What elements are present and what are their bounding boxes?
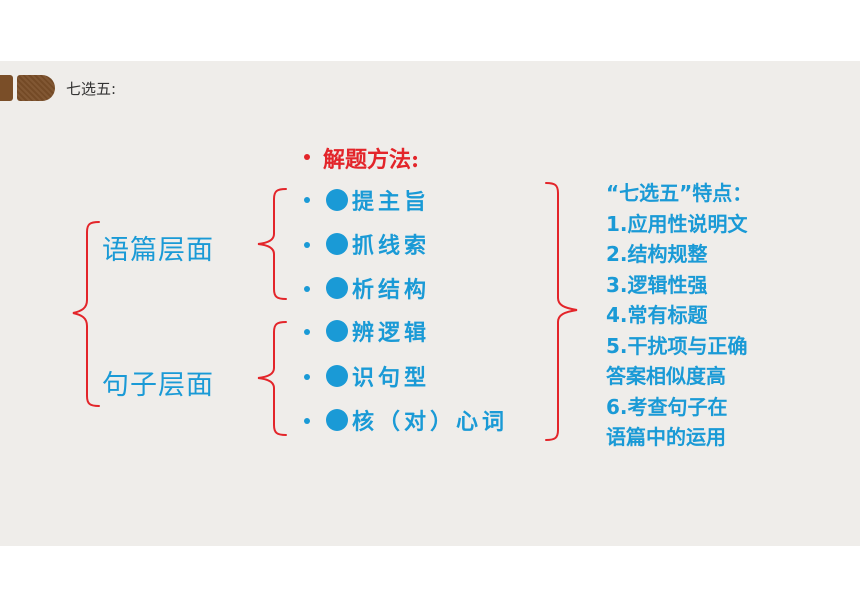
feature-line: 2.结构规整 bbox=[606, 242, 708, 266]
method-label: 抓线索 bbox=[352, 233, 431, 259]
method-label: 析结构 bbox=[352, 277, 431, 303]
method-bullet bbox=[304, 242, 310, 248]
feature-line: 5.干扰项与正确 bbox=[606, 333, 748, 358]
level-sentence: 句子层面 bbox=[102, 370, 214, 401]
method-item: 核（对）心词 bbox=[326, 407, 509, 435]
method-bullet bbox=[304, 329, 310, 335]
outer-left-brace bbox=[72, 221, 100, 407]
circle-marker-icon bbox=[326, 320, 348, 342]
method-label: 核（对）心词 bbox=[352, 409, 509, 435]
feature-line: 3.逻辑性强 bbox=[606, 272, 708, 297]
features-list: “七选五”特点： 1.应用性说明文 2.结构规整 3.逻辑性强 4.常有标题 5… bbox=[606, 178, 752, 453]
method-item: 提主旨 bbox=[326, 187, 431, 215]
features-title: “七选五”特点： bbox=[606, 181, 753, 205]
slide-background bbox=[0, 61, 860, 546]
feature-line: 4.常有标题 bbox=[606, 303, 708, 327]
feature-line: 1.应用性说明文 bbox=[606, 211, 748, 236]
circle-marker-icon bbox=[326, 409, 348, 431]
method-item: 辨逻辑 bbox=[326, 318, 431, 346]
method-bullet bbox=[304, 374, 310, 380]
method-label: 识句型 bbox=[352, 365, 431, 391]
circle-marker-icon bbox=[326, 277, 348, 299]
tab-segment-large bbox=[17, 75, 55, 101]
method-item: 抓线索 bbox=[326, 231, 431, 259]
methods-heading: 解题方法: bbox=[323, 147, 420, 173]
feature-line: 语篇中的运用 bbox=[606, 425, 726, 449]
method-label: 辨逻辑 bbox=[352, 320, 431, 346]
level-discourse: 语篇层面 bbox=[102, 235, 214, 266]
section-title: 七选五: bbox=[66, 80, 117, 98]
method-bullet bbox=[304, 286, 310, 292]
method-item: 识句型 bbox=[326, 363, 431, 391]
discourse-brace bbox=[257, 188, 287, 300]
method-item: 析结构 bbox=[326, 275, 431, 303]
feature-line: 答案相似度高 bbox=[606, 364, 726, 388]
feature-line: 6.考查句子在 bbox=[606, 394, 728, 419]
circle-marker-icon bbox=[326, 189, 348, 211]
circle-marker-icon bbox=[326, 365, 348, 387]
tab-segment-small bbox=[0, 75, 13, 101]
method-bullet bbox=[304, 197, 310, 203]
section-tab bbox=[0, 75, 55, 101]
right-brace bbox=[545, 182, 578, 441]
circle-marker-icon bbox=[326, 233, 348, 255]
sentence-brace bbox=[257, 321, 287, 436]
method-label: 提主旨 bbox=[352, 189, 431, 215]
method-bullet bbox=[304, 418, 310, 424]
heading-bullet bbox=[304, 154, 310, 160]
